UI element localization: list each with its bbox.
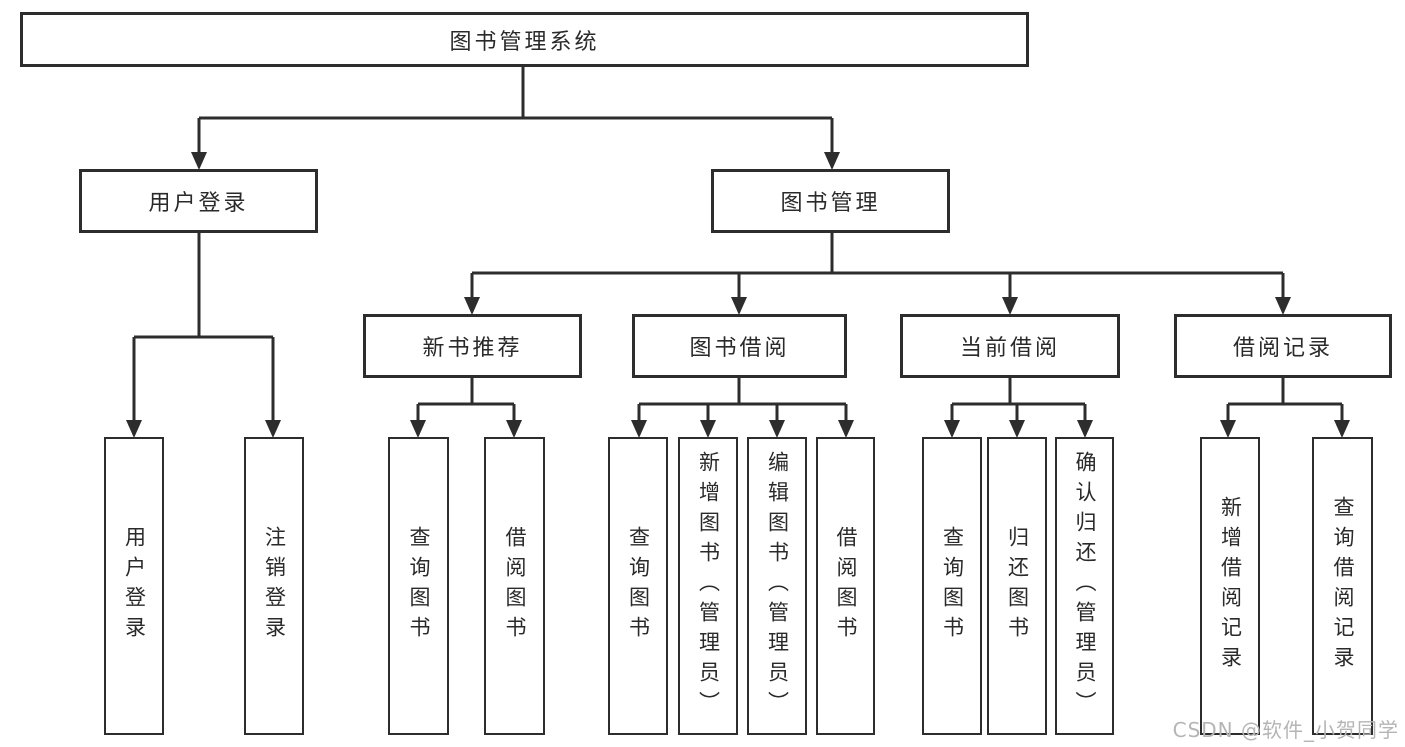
- node-book-borrowing: 图书借阅: [632, 314, 847, 378]
- leaf-query-books-recommend: 查询图书: [388, 437, 449, 735]
- leaf-label: 归还图书: [1005, 526, 1030, 646]
- leaf-logout: 注销登录: [244, 437, 304, 735]
- leaf-label: 借阅图书: [834, 526, 858, 646]
- leaf-label: 确认归还（管理员）: [1073, 451, 1097, 721]
- node-label: 借阅记录: [1232, 336, 1333, 361]
- node-label: 图书管理系统: [449, 29, 600, 55]
- leaf-label: 借阅图书: [503, 526, 527, 646]
- node-label: 新书推荐: [422, 336, 523, 361]
- node-library-management-system: 图书管理系统: [20, 12, 1029, 67]
- leaf-label: 查询图书: [940, 526, 965, 646]
- leaf-confirm-return-admin: 确认归还（管理员）: [1055, 437, 1114, 735]
- leaf-label: 查询借阅记录: [1331, 496, 1355, 676]
- leaf-borrow-books-borrowing: 借阅图书: [816, 437, 875, 735]
- leaf-borrow-books-recommend: 借阅图书: [484, 437, 545, 735]
- csdn-watermark: CSDN @软件_小贺同学: [1172, 718, 1399, 742]
- connector-paths: [132, 67, 1344, 424]
- leaf-label: 查询图书: [626, 526, 651, 646]
- arrowheads: [126, 152, 1350, 438]
- leaf-label: 编辑图书（管理员）: [765, 451, 790, 721]
- leaf-add-book-admin: 新增图书（管理员）: [678, 437, 738, 735]
- node-label: 图书借阅: [689, 336, 790, 361]
- node-current-borrowing: 当前借阅: [900, 314, 1120, 378]
- leaf-label: 查询图书: [407, 526, 431, 646]
- leaf-add-borrow-record: 新增借阅记录: [1200, 437, 1260, 735]
- leaf-label: 新增借阅记录: [1218, 496, 1243, 676]
- leaf-label: 新增图书（管理员）: [696, 451, 721, 721]
- node-label: 图书管理: [780, 191, 881, 216]
- node-borrowing-records: 借阅记录: [1174, 314, 1392, 378]
- leaf-edit-book-admin: 编辑图书（管理员）: [747, 437, 807, 735]
- leaf-query-books-borrowing: 查询图书: [608, 437, 668, 735]
- node-user-login: 用户登录: [79, 169, 318, 233]
- leaf-return-book: 归还图书: [987, 437, 1047, 735]
- node-book-management: 图书管理: [711, 169, 950, 233]
- node-label: 用户登录: [148, 191, 249, 216]
- leaf-query-books-current: 查询图书: [922, 437, 982, 735]
- leaf-query-borrow-record: 查询借阅记录: [1312, 437, 1373, 735]
- leaf-user-login: 用户登录: [104, 437, 164, 735]
- node-label: 当前借阅: [959, 336, 1060, 361]
- leaf-label: 用户登录: [122, 526, 147, 646]
- node-new-book-recommend: 新书推荐: [363, 314, 582, 378]
- leaf-label: 注销登录: [262, 526, 287, 646]
